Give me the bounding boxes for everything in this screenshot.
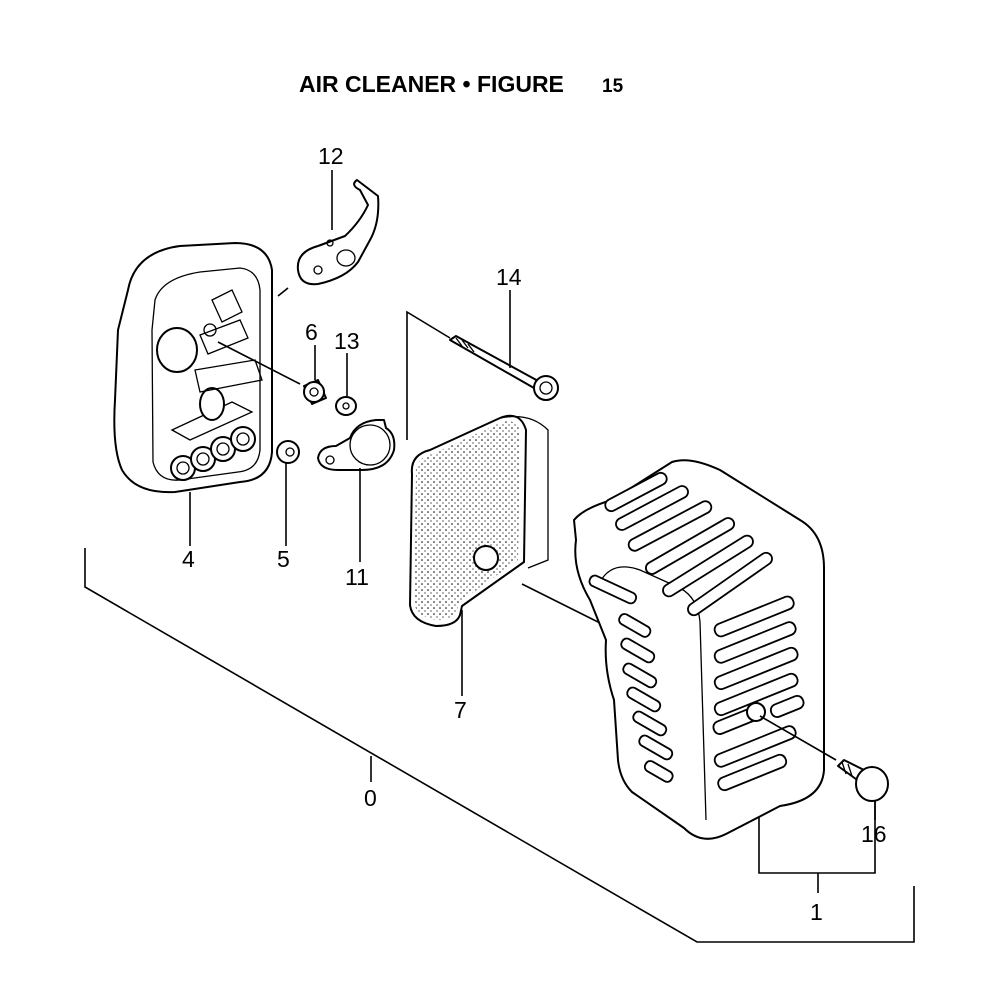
dash-12 xyxy=(277,287,289,297)
foam-element-7 xyxy=(409,414,549,627)
collar-6 xyxy=(303,379,327,405)
bracket-11 xyxy=(317,419,396,471)
dash-16 xyxy=(759,715,837,761)
callout-1: 1 xyxy=(810,899,823,925)
assembly-bracket-1 xyxy=(758,788,876,893)
figure-number: 15 xyxy=(602,76,624,97)
washer-13 xyxy=(335,396,357,416)
figure-title: AIR CLEANER • FIGURE xyxy=(299,71,564,97)
callout-4: 4 xyxy=(182,546,195,572)
callout-12: 12 xyxy=(318,143,344,169)
callout-0: 0 xyxy=(364,785,377,811)
assembly-bracket-0 xyxy=(84,548,915,943)
bolt-16 xyxy=(759,715,889,802)
callout-7: 7 xyxy=(454,697,467,723)
collar-5 xyxy=(276,440,300,464)
callout-6: 6 xyxy=(305,319,318,345)
air-cleaner-case xyxy=(113,242,273,494)
air-cleaner-cover xyxy=(573,459,825,840)
dash-6 xyxy=(217,341,301,385)
bolt-14 xyxy=(449,335,559,401)
dash-14 xyxy=(406,310,451,440)
callout-11: 11 xyxy=(345,564,369,590)
callout-13: 13 xyxy=(334,328,360,354)
dash-7 xyxy=(521,583,607,627)
callout-5: 5 xyxy=(277,546,290,572)
callout-14: 14 xyxy=(496,264,522,290)
callout-16: 16 xyxy=(861,821,887,847)
choke-plate xyxy=(296,179,380,286)
